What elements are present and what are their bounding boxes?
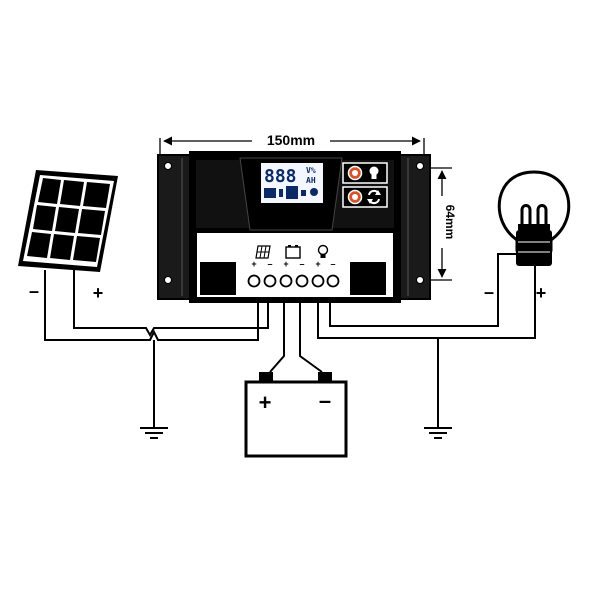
terminal-polarity: – xyxy=(330,259,335,269)
terminal-screw[interactable] xyxy=(295,274,309,288)
mount-hole xyxy=(416,276,424,284)
terminal-polarity: + xyxy=(315,259,320,269)
terminal-polarity: + xyxy=(283,259,288,269)
menu-button[interactable] xyxy=(342,162,388,184)
height-dimension-label: 64mm xyxy=(443,205,457,240)
menu-bulb-icon xyxy=(369,166,379,179)
cycle-button[interactable] xyxy=(342,186,388,208)
solar-panel-icon xyxy=(255,245,271,259)
terminal-polarity: – xyxy=(267,259,272,269)
lamp-minus-label: – xyxy=(484,282,494,302)
lcd-units-top: V% xyxy=(306,166,316,175)
terminal-screw[interactable] xyxy=(279,274,293,288)
terminal-polarity: + xyxy=(251,259,256,269)
solar-minus-label: – xyxy=(29,281,39,301)
battery-minus-label: – xyxy=(319,388,331,413)
terminal-screw[interactable] xyxy=(326,274,340,288)
lcd-digits: 888 xyxy=(264,166,297,187)
battery: + – xyxy=(244,372,348,458)
lcd-status-icons xyxy=(264,186,318,199)
mount-hole xyxy=(164,276,172,284)
load-lamp: – + xyxy=(484,170,571,303)
solar-panel-cells xyxy=(23,175,114,267)
battery-icon xyxy=(285,245,301,259)
terminal-block xyxy=(247,274,340,288)
width-dimension: 150mm xyxy=(159,132,425,158)
terminal-polarity-labels: + – + – + – xyxy=(251,259,335,269)
mount-hole xyxy=(416,162,424,170)
terminal-screw[interactable] xyxy=(247,274,261,288)
width-dimension-label: 150mm xyxy=(267,132,315,148)
cycle-arrows-icon xyxy=(367,189,381,205)
bulb-icon xyxy=(317,244,329,258)
ground-icon xyxy=(424,427,452,439)
ground-icon xyxy=(140,427,168,439)
wiring xyxy=(44,253,536,428)
terminal-screw[interactable] xyxy=(311,274,325,288)
terminal-polarity: – xyxy=(299,259,304,269)
lcd-units-bottom: AH xyxy=(306,176,316,185)
height-dimension: 64mm xyxy=(430,167,457,281)
mount-hole xyxy=(164,162,172,170)
lcd-display: 888 V% AH xyxy=(259,161,325,205)
battery-plus-label: + xyxy=(259,390,272,415)
charge-controller: 888 V% AH xyxy=(157,151,431,303)
solar-plus-label: + xyxy=(93,283,104,303)
lamp-plus-label: + xyxy=(536,283,547,303)
terminal-screw[interactable] xyxy=(263,274,277,288)
solar-panel: – + xyxy=(18,170,118,303)
